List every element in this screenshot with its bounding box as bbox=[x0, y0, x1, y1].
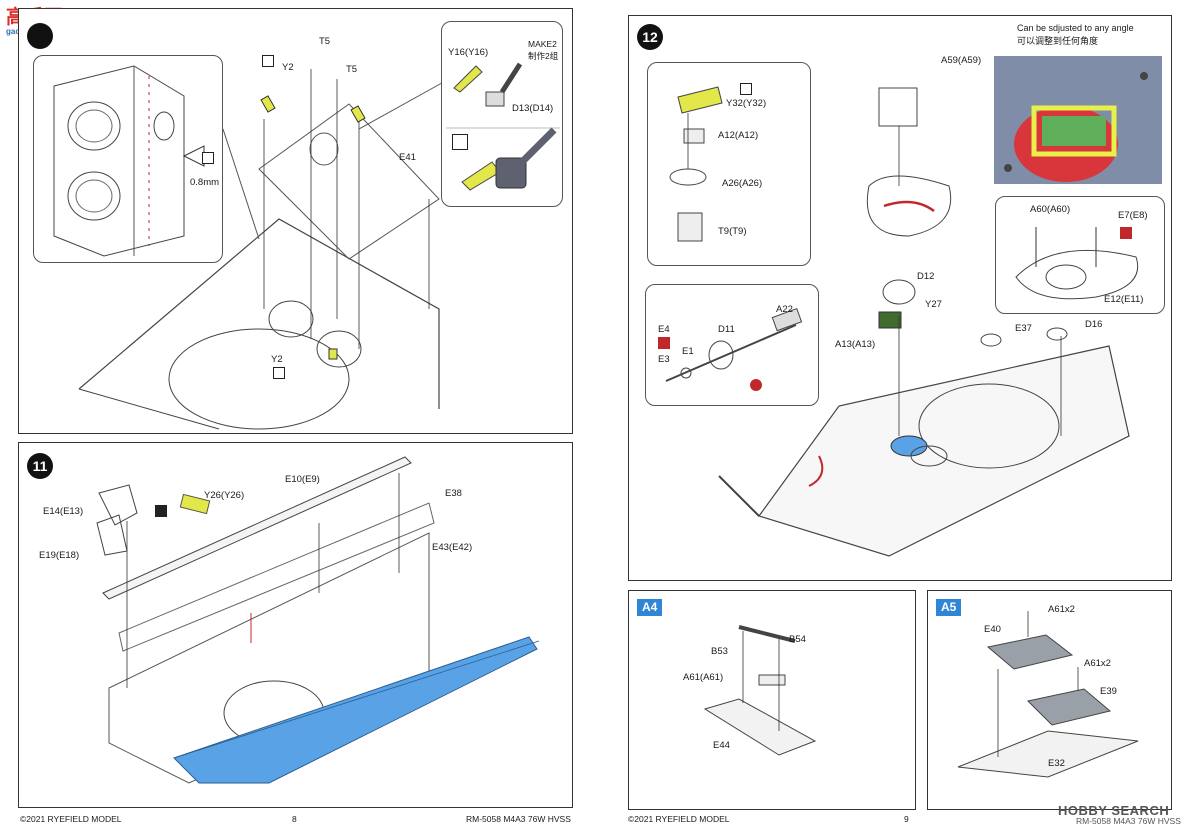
label-e43: E43(E42) bbox=[432, 542, 473, 553]
step11-number-badge: 11 bbox=[27, 453, 53, 479]
label-a12: A12(A12) bbox=[718, 130, 759, 141]
label-e44: E44 bbox=[713, 740, 730, 751]
label-e19: E19(E18) bbox=[39, 550, 80, 561]
glue-icon-y32 bbox=[740, 83, 752, 95]
label-y16: Y16(Y16) bbox=[448, 47, 489, 58]
warning-icon bbox=[1120, 227, 1132, 239]
step12-panel: 12 Can be sdjusted to any angle 可以调整到任何角… bbox=[628, 15, 1172, 581]
watermark-hobby-search: HOBBY SEARCH bbox=[1058, 803, 1170, 818]
label-a22: A22 bbox=[776, 304, 793, 315]
label-e40: E40 bbox=[984, 624, 1001, 635]
step10-panel: 0.8mm Y2 T5 T5 E41 Y2 Y16(Y16) MAKE2 制作2… bbox=[18, 8, 573, 434]
label-a59: A59(A59) bbox=[941, 55, 982, 66]
a4-panel: A4 B54 B53 A61(A61) E44 bbox=[628, 590, 916, 810]
glue-icon-inset bbox=[452, 134, 468, 150]
label-make2-cn: 制作2组 bbox=[528, 51, 559, 61]
label-d16: D16 bbox=[1085, 319, 1103, 330]
gun-parts-drawing bbox=[665, 307, 803, 382]
label-d11: D11 bbox=[718, 324, 735, 335]
step10-detail-inset: 0.8mm bbox=[33, 55, 223, 263]
label-a13: A13(A13) bbox=[835, 339, 876, 350]
label-y32: Y32(Y32) bbox=[726, 98, 767, 109]
label-e4: E4 bbox=[658, 324, 670, 335]
hull-lower-drawing bbox=[96, 456, 540, 784]
label-t9: T9(T9) bbox=[718, 226, 747, 237]
label-a61x2-b: A61x2 bbox=[1084, 658, 1111, 669]
step12-hatch-inset: Y32(Y32) A12(A12) A26(A26) T9(T9) bbox=[647, 62, 811, 266]
label-e41: E41 bbox=[399, 152, 416, 163]
label-e14: E14(E13) bbox=[43, 506, 84, 517]
label-e12: E12(E11) bbox=[1104, 294, 1144, 305]
a4-parts-drawing bbox=[703, 625, 817, 756]
right-footer-model: RM-5058 M4A3 76W HVSS bbox=[1076, 816, 1181, 826]
note-en: Can be sdjusted to any angle bbox=[1017, 23, 1134, 33]
glue-icon-top bbox=[262, 55, 274, 67]
a5-panel: A5 A61x2 E40 A61x2 E39 E32 bbox=[927, 590, 1172, 810]
step12-gun-inset: A22 D11 E4 E1 E3 bbox=[645, 284, 819, 406]
label-d13: D13(D14) bbox=[512, 103, 554, 114]
label-e37: E37 bbox=[1015, 323, 1032, 334]
left-page-number: 8 bbox=[292, 814, 297, 824]
label-e10: E10(E9) bbox=[285, 474, 320, 485]
hull-upper-drawing bbox=[78, 69, 450, 430]
no-glue-icon bbox=[750, 379, 762, 391]
label-t5-b: T5 bbox=[346, 64, 358, 75]
label-thickness: 0.8mm bbox=[190, 177, 220, 188]
label-a61: A61(A61) bbox=[683, 672, 724, 683]
label-a26: A26(A26) bbox=[722, 178, 763, 189]
glue-icon bbox=[202, 152, 214, 164]
label-e32: E32 bbox=[1048, 758, 1065, 769]
e4-warning-icon bbox=[658, 337, 670, 349]
step12-ring-inset: A60(A60) E7(E8) E12(E11) bbox=[995, 196, 1165, 314]
label-b53: B53 bbox=[711, 646, 728, 657]
a4-tag: A4 bbox=[637, 599, 663, 617]
step10-number-badge bbox=[27, 23, 53, 49]
left-footer-copyright: ©2021 RYEFIELD MODEL bbox=[20, 814, 122, 824]
label-t5-a: T5 bbox=[319, 36, 331, 47]
ring-part-drawing bbox=[1015, 227, 1138, 300]
hatch-photo-render bbox=[994, 56, 1162, 184]
hook-part-drawing bbox=[446, 62, 560, 191]
right-page-number: 9 bbox=[904, 814, 909, 824]
hull-front-drawing bbox=[718, 87, 1130, 557]
label-a61x2-a: A61x2 bbox=[1048, 604, 1075, 615]
a5-parts-drawing bbox=[957, 611, 1139, 778]
right-footer-copyright: ©2021 RYEFIELD MODEL bbox=[628, 814, 730, 824]
flip-icon bbox=[155, 505, 167, 517]
label-e1: E1 bbox=[682, 346, 694, 357]
step10-part-inset: Y16(Y16) MAKE2 制作2组 D13(D14) bbox=[441, 21, 563, 207]
label-e39: E39 bbox=[1100, 686, 1117, 697]
note-cn: 可以调整到任何角度 bbox=[1017, 36, 1099, 46]
hatch-photo bbox=[994, 56, 1162, 184]
label-e38: E38 bbox=[445, 488, 462, 499]
hull-detail-drawing bbox=[53, 65, 205, 257]
label-b54: B54 bbox=[789, 634, 806, 645]
label-d12: D12 bbox=[917, 271, 935, 282]
label-y2-bottom: Y2 bbox=[271, 354, 283, 365]
label-e3: E3 bbox=[658, 354, 670, 365]
label-y27: Y27 bbox=[925, 299, 942, 310]
glue-icon-bottom bbox=[273, 367, 285, 379]
label-y26: Y26(Y26) bbox=[204, 490, 245, 501]
label-make2-en: MAKE2 bbox=[528, 39, 557, 49]
hatch-parts-drawing bbox=[669, 86, 723, 242]
label-a60: A60(A60) bbox=[1030, 204, 1071, 215]
left-footer-model: RM-5058 M4A3 76W HVSS bbox=[466, 814, 571, 824]
label-e7: E7(E8) bbox=[1118, 210, 1148, 221]
step12-number-badge: 12 bbox=[637, 24, 663, 50]
step11-panel: 11 E10(E9) Y26(Y26) E38 E14(E13) E43(E42… bbox=[18, 442, 573, 808]
a5-tag: A5 bbox=[936, 599, 962, 617]
label-y2-top: Y2 bbox=[282, 62, 294, 73]
